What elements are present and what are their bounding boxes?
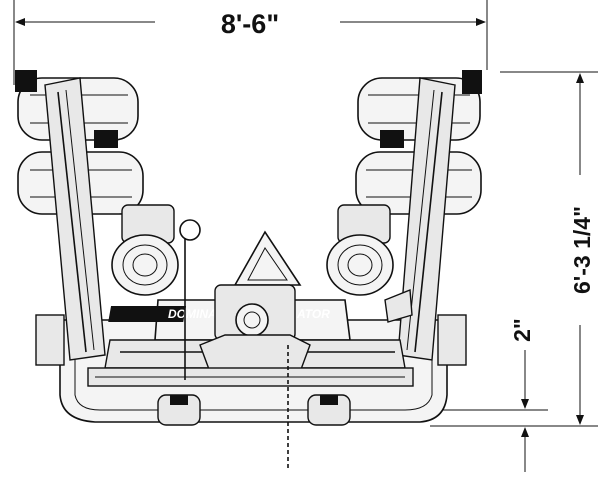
height-dimension: 6'-3 1/4" [430, 71, 598, 427]
decal-panel-left [108, 306, 187, 322]
clearance-dimension-label: 2" [509, 318, 535, 342]
left-wing-hinge [15, 70, 37, 92]
right-gearbox [326, 130, 404, 296]
right-wing-skid [437, 314, 467, 366]
left-gearbox [94, 130, 179, 296]
decal-text-right: ATOR [296, 307, 330, 321]
right-wing-bracket [384, 288, 413, 323]
left-wing-skid [35, 314, 65, 366]
front-wheel-left-hub [170, 395, 188, 405]
height-dimension-label: 6'-3 1/4" [569, 206, 595, 294]
deck-inner-edge [74, 335, 433, 411]
left-wing-frame [44, 77, 106, 361]
hitch-triangle [233, 230, 302, 286]
mower-illustration: DOMINATOR ATOR [15, 70, 482, 470]
left-motor-mount [94, 130, 118, 148]
right-wing-hinge [462, 70, 482, 94]
right-motor-mount [380, 130, 404, 148]
central-gearbox-hub [235, 303, 269, 337]
front-wheel-right-hub [320, 395, 338, 405]
width-dimension-label: 8'-6" [221, 9, 279, 39]
width-dimension: 8'-6" [13, 0, 488, 85]
pto-housing [199, 334, 311, 373]
lift-rod-loop [179, 219, 201, 241]
